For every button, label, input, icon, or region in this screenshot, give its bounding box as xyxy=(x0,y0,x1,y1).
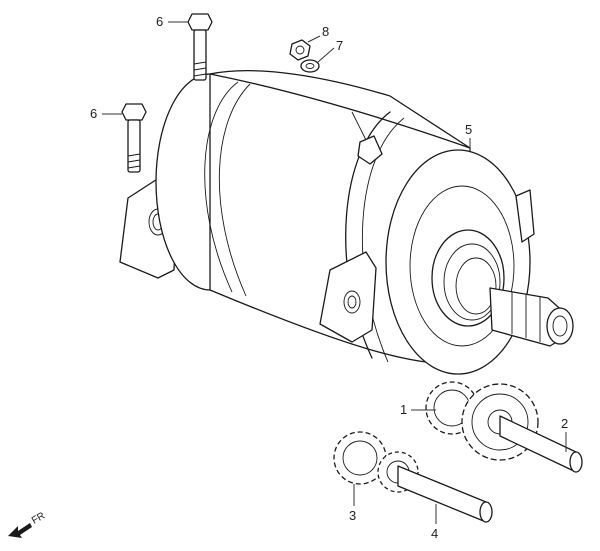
leader-7 xyxy=(317,47,335,63)
washer xyxy=(300,59,320,73)
bolt-upper xyxy=(187,13,213,81)
nut xyxy=(289,39,311,61)
reduction-gear-set xyxy=(333,431,493,523)
callout-2: 2 xyxy=(561,416,568,431)
callout-6-upper: 6 xyxy=(156,14,163,29)
starter-motor xyxy=(119,70,574,375)
callout-7: 7 xyxy=(336,38,343,53)
callout-6-lower: 6 xyxy=(90,106,97,121)
bolt-lower xyxy=(121,103,147,173)
idle-gear-set xyxy=(425,381,583,473)
callout-5: 5 xyxy=(465,122,472,137)
leader-8 xyxy=(307,35,321,43)
front-direction-label: FR xyxy=(30,510,47,526)
callout-4: 4 xyxy=(431,526,438,541)
callout-8: 8 xyxy=(322,24,329,39)
front-arrow-icon xyxy=(8,523,32,538)
callout-1: 1 xyxy=(400,402,407,417)
callout-3: 3 xyxy=(349,508,356,523)
